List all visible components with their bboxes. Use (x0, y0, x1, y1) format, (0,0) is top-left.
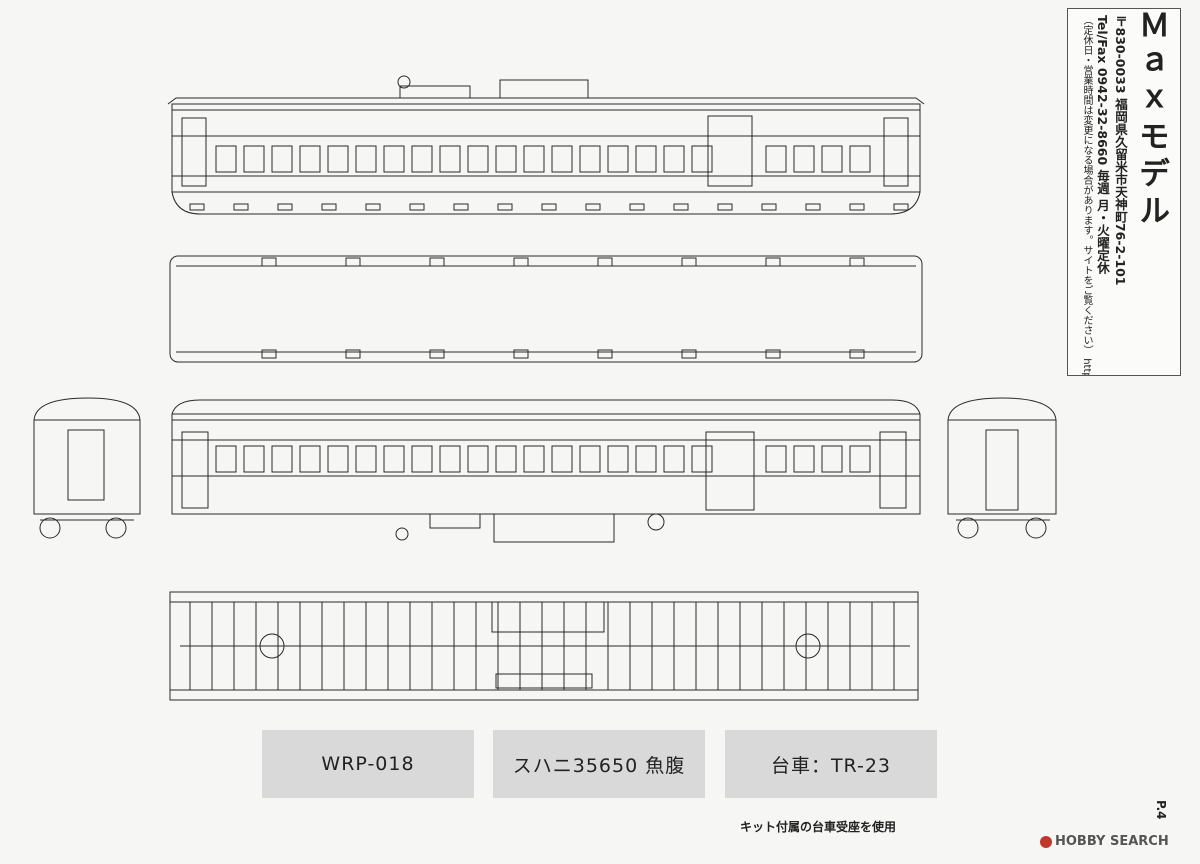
model-name-plate: スハニ35650 魚腹 (493, 730, 705, 798)
maker-info-box: Ｍａｘモデル 〒830-0033 福岡県久留米市天神町76-2-101 Tel/… (1067, 8, 1181, 376)
maker-note: （定休日・営業時間は変更になる場合があります。サイトをご覧ください） http:… (1079, 15, 1094, 375)
roof-view (169, 255, 923, 363)
end-view-left (33, 397, 141, 539)
page-label: P.4 (1154, 800, 1168, 820)
maker-url[interactable]: http://www.kumin.ne.jp/~maxmodel/ (1081, 358, 1092, 375)
hobby-search-logo-icon (1040, 835, 1052, 848)
watermark-text: HOBBY SEARCH (1055, 834, 1169, 849)
maker-address: 〒830-0033 福岡県久留米市天神町76-2-101 (1113, 15, 1128, 286)
maker-tel: Tel/Fax 0942-32-8660 毎週 月・火曜定休 (1095, 15, 1110, 274)
footnote: キット付属の台車受座を使用 (740, 820, 897, 834)
side-view-top (167, 75, 925, 215)
maker-note-text: （定休日・営業時間は変更になる場合があります。サイトをご覧ください） (1081, 15, 1092, 355)
side-view-middle (171, 399, 921, 543)
product-code-plate: WRP-018 (262, 730, 474, 798)
end-view-right (947, 397, 1057, 539)
bogie-plate: 台車：TR-23 (725, 730, 937, 798)
watermark: HOBBY SEARCH (1040, 834, 1169, 849)
underfloor-view (169, 591, 919, 701)
maker-name: Ｍａｘモデル (1133, 9, 1169, 231)
